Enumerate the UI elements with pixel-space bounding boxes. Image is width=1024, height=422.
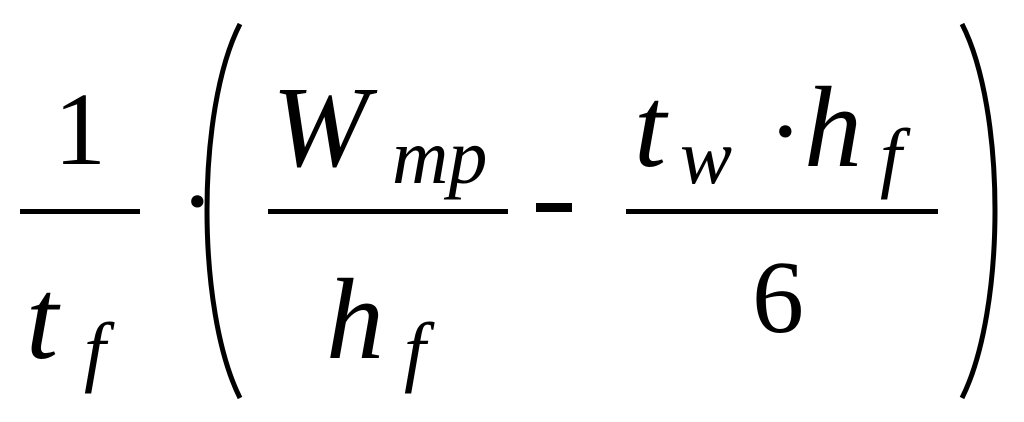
first-numerator-sub: mp bbox=[392, 113, 488, 200]
second-numerator-dot: · bbox=[768, 74, 803, 189]
left-fraction-bar bbox=[20, 209, 140, 214]
second-fraction-bar bbox=[626, 209, 938, 214]
second-numerator-t-sub: w bbox=[680, 113, 733, 200]
second-numerator-h: h bbox=[804, 64, 862, 192]
left-numerator: 1 bbox=[54, 72, 106, 187]
second-numerator-t: t bbox=[634, 64, 667, 192]
close-bracket-shape bbox=[959, 22, 998, 400]
first-denominator-base: h bbox=[326, 256, 384, 384]
minus-sign-shape bbox=[536, 203, 572, 212]
open-bracket-shape bbox=[204, 22, 243, 400]
first-numerator-base: W bbox=[272, 64, 369, 192]
first-fraction-bar bbox=[268, 209, 508, 214]
second-denominator: 6 bbox=[752, 240, 804, 355]
left-denominator-base: t bbox=[26, 256, 59, 384]
left-denominator-sub: f bbox=[84, 307, 106, 394]
second-numerator-h-sub: f bbox=[880, 113, 902, 200]
first-denominator-sub: f bbox=[404, 307, 426, 394]
